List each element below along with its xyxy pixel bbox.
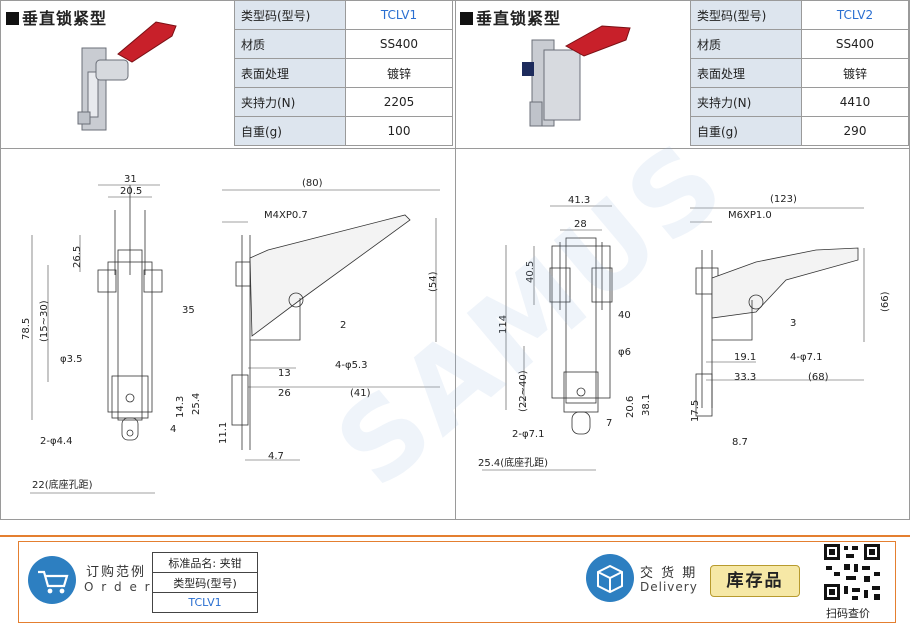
dim-4-7: 4.7	[268, 451, 284, 462]
dim-26-5: 26.5	[72, 246, 83, 268]
dim-26: 26	[278, 388, 291, 399]
box-icon	[586, 554, 634, 602]
dim-13: 13	[278, 368, 291, 379]
dim-35: 35	[182, 305, 195, 316]
delivery-title-cn: 交 货 期	[640, 566, 698, 581]
dim-40: 40	[618, 310, 631, 321]
footer	[0, 535, 910, 628]
dim-15-30: (15~30)	[39, 300, 50, 342]
dim-20-5: 20.5	[120, 186, 142, 197]
dim-8-7: 8.7	[732, 437, 748, 448]
qr-code-icon[interactable]	[822, 542, 882, 602]
dim-phi3-5: φ3.5	[60, 354, 83, 365]
dim-phi5-3: 4-φ5.3	[335, 360, 367, 371]
dim-22-40: (22~40)	[518, 370, 529, 412]
dim-123: (123)	[770, 194, 797, 205]
spec-row: 类型码(型号)TCLV1	[234, 0, 453, 30]
type-code-label: 类型码(型号)	[152, 572, 258, 593]
dim-11-1: 11.1	[218, 422, 229, 444]
dim-114: 114	[498, 315, 509, 334]
dim-80: (80)	[302, 178, 323, 189]
dim-4: 4	[170, 424, 176, 435]
spec-row: 夹持力(N)2205	[234, 87, 453, 117]
spec-row: 夹持力(N)4410	[690, 87, 909, 117]
left-dimension-lines	[30, 184, 440, 494]
dim-25-4-hole: 25.4(底座孔距)	[478, 456, 548, 469]
right-dimension-lines	[482, 205, 865, 471]
qr-label: 扫码查价	[826, 607, 870, 620]
stock-badge: 库存品	[710, 565, 800, 597]
right-front-view	[549, 237, 613, 435]
dim-28: 28	[574, 219, 587, 230]
dim-41-3: 41.3	[568, 195, 590, 206]
dim-phi4-4: 2-φ4.4	[40, 436, 72, 447]
type-code-value: TCLV1	[152, 592, 258, 613]
spec-row: 类型码(型号)TCLV2	[690, 0, 909, 30]
dim-31: 31	[124, 174, 137, 185]
dim-40-5: 40.5	[525, 261, 536, 283]
left-technical-drawing: 31 20.5 26.5 78.5 (15~30) 35 φ3.5 14.3 2…	[21, 174, 440, 494]
dim-68: (68)	[808, 372, 829, 383]
order-title-cn: 订购范例	[86, 565, 147, 580]
right-title: 垂直锁紧型	[460, 5, 561, 29]
dim-19-1: 19.1	[734, 352, 756, 363]
dim-54: (54)	[428, 271, 439, 292]
dim-25-4: 25.4	[191, 393, 202, 415]
left-product-photo	[77, 21, 177, 131]
dim-41: (41)	[350, 388, 371, 399]
cart-icon	[28, 556, 76, 604]
dim-3: 3	[790, 318, 796, 329]
left-header-divider	[0, 148, 910, 149]
dim-7: 7	[606, 418, 612, 429]
dim-78-5: 78.5	[21, 318, 32, 340]
left-side-view	[231, 214, 411, 450]
right-technical-drawing: 41.3 28 40.5 114 (22~40) 40 φ6 2-φ7.1 7 …	[478, 194, 891, 471]
footer-frame	[18, 541, 896, 623]
dim-20-6: 20.6	[625, 396, 636, 418]
right-side-view	[695, 247, 859, 417]
order-title-en: O r d e r	[84, 580, 152, 594]
dim-66: (66)	[880, 291, 891, 312]
std-name-label: 标准品名: 夹钳	[152, 552, 258, 573]
spec-row: 表面处理镀锌	[234, 58, 453, 88]
dim-38-1: 38.1	[641, 394, 652, 416]
spec-row: 表面处理镀锌	[690, 58, 909, 88]
dim-22: 22(底座孔距)	[32, 478, 93, 491]
dim-thread-m4: M4XP0.7	[264, 210, 308, 221]
spec-row: 自重(g)290	[690, 116, 909, 146]
order-example-box: 标准品名: 夹钳 类型码(型号) TCLV1	[152, 552, 258, 613]
dim-phi7-1-b: 4-φ7.1	[790, 352, 822, 363]
left-front-view	[97, 185, 163, 441]
dim-phi6: φ6	[618, 347, 631, 358]
dim-14-3: 14.3	[175, 396, 186, 418]
dim-thread-m6: M6XP1.0	[728, 210, 772, 221]
dim-17-5: 17.5	[690, 400, 701, 422]
delivery-title-en: Delivery	[640, 580, 698, 594]
dim-33-3: 33.3	[734, 372, 756, 383]
dim-2: 2	[340, 320, 346, 331]
spec-row: 自重(g)100	[234, 116, 453, 146]
dim-phi7-1: 2-φ7.1	[512, 429, 544, 440]
right-product-photo	[522, 25, 631, 127]
left-title: 垂直锁紧型	[6, 5, 107, 29]
